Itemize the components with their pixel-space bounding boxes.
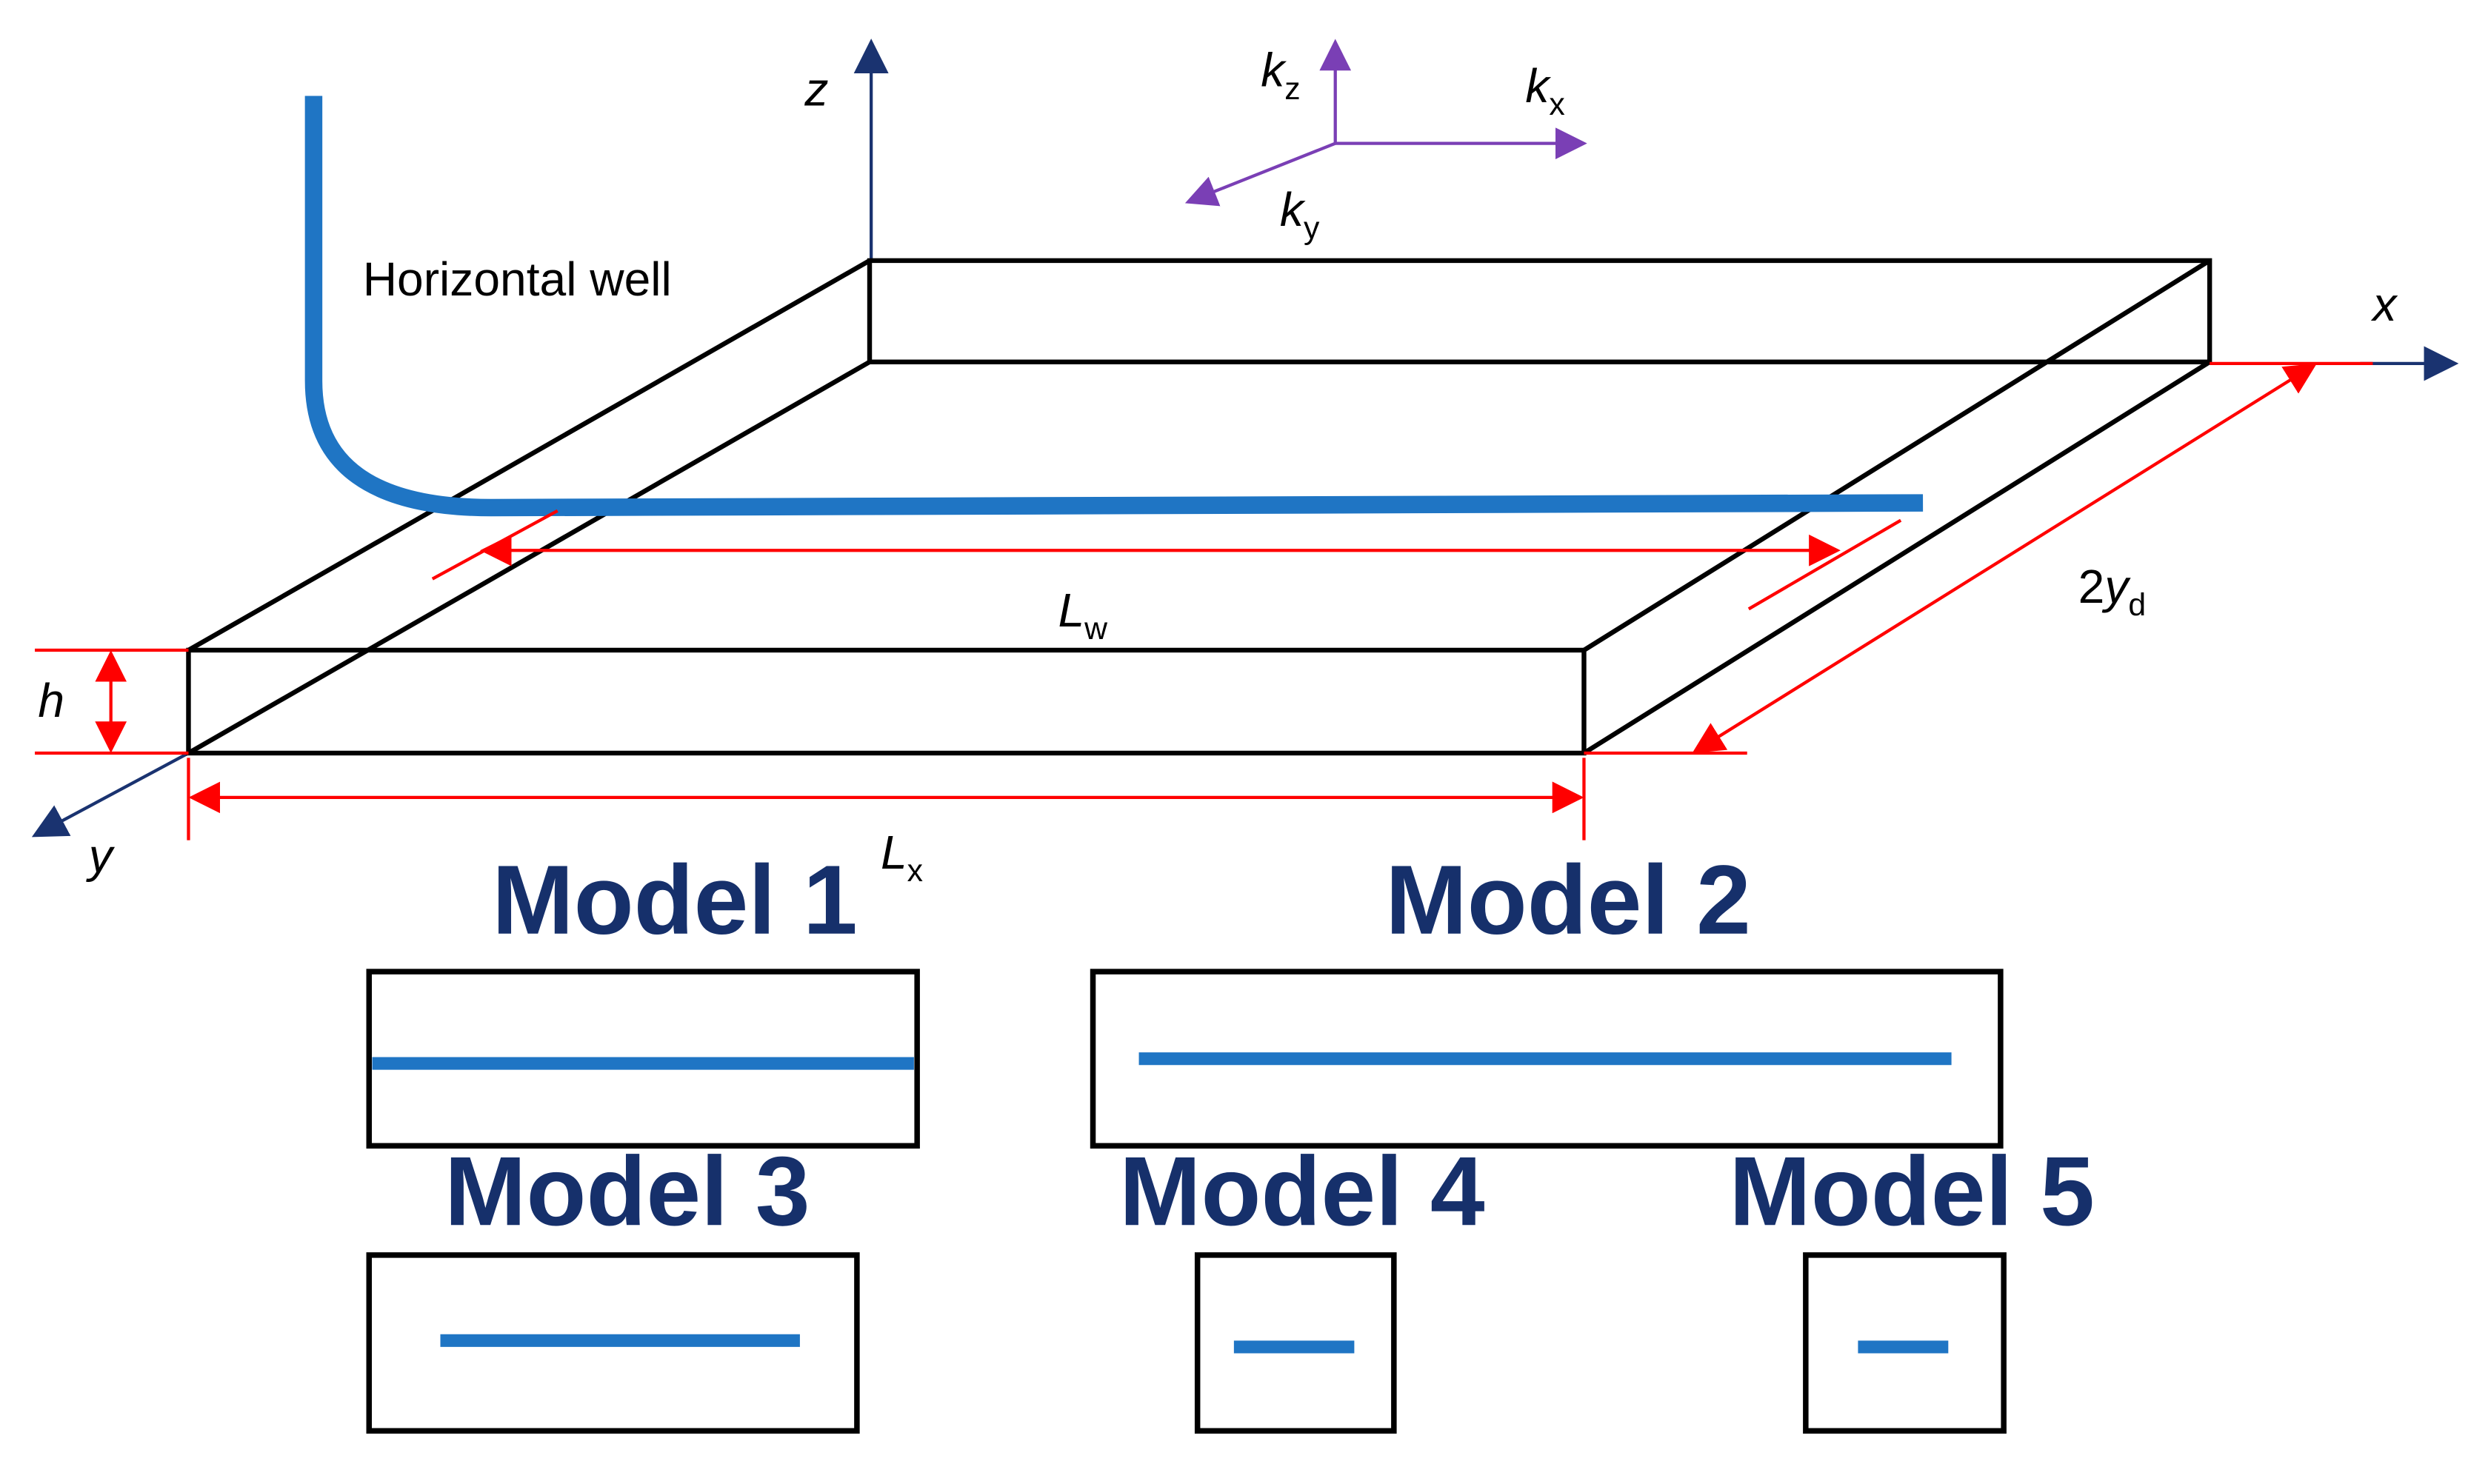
- dimension-annotations: [35, 361, 2373, 840]
- model-2-title: Model 2: [1385, 846, 1751, 955]
- x-axis-label: x: [2370, 278, 2398, 331]
- reservoir-edge-top-left: [187, 258, 871, 652]
- permeability-axes: kz kx ky: [1184, 39, 1587, 246]
- reservoir-front-face: [186, 647, 1587, 756]
- lw-extension-left: [431, 509, 558, 581]
- lw-label: Lw: [1058, 584, 1107, 646]
- lx-label: Lx: [881, 826, 923, 889]
- model-3-box: [366, 1252, 860, 1434]
- model-thumbnails: Model 1 Model 2 Model 3 Model 4 Model 5: [366, 846, 2095, 1434]
- yd-label: 2yd: [2078, 560, 2147, 623]
- h-label: h: [38, 674, 64, 727]
- model-1-title: Model 1: [492, 846, 858, 955]
- kz-label: kz: [1261, 44, 1300, 107]
- y-axis-label: y: [86, 829, 116, 882]
- ky-arrow: [1184, 141, 1336, 207]
- horizontal-well-trajectory: [304, 96, 1924, 517]
- z-axis-label: z: [804, 62, 828, 116]
- reservoir-edge-bottom-right: [1582, 360, 2211, 755]
- coordinate-axes: z x y: [31, 39, 2459, 882]
- model-1-box: [366, 969, 920, 1149]
- y-axis-line: [31, 752, 190, 838]
- kx-label: kx: [1525, 59, 1564, 122]
- ky-label: ky: [1280, 183, 1320, 246]
- model-4-box: [1194, 1252, 1397, 1434]
- model-5-title: Model 5: [1729, 1137, 2095, 1246]
- model-3-title: Model 3: [444, 1137, 810, 1246]
- horizontal-well-label: Horizontal well: [363, 253, 672, 306]
- yd-dimension-arrow: [1692, 363, 2317, 754]
- model-5-box: [1803, 1252, 2007, 1434]
- reservoir-edge-bottom-left: [187, 359, 871, 755]
- model-4-title: Model 4: [1119, 1137, 1485, 1246]
- model-2-box: [1090, 969, 2004, 1149]
- reservoir-back-face: [867, 258, 2212, 364]
